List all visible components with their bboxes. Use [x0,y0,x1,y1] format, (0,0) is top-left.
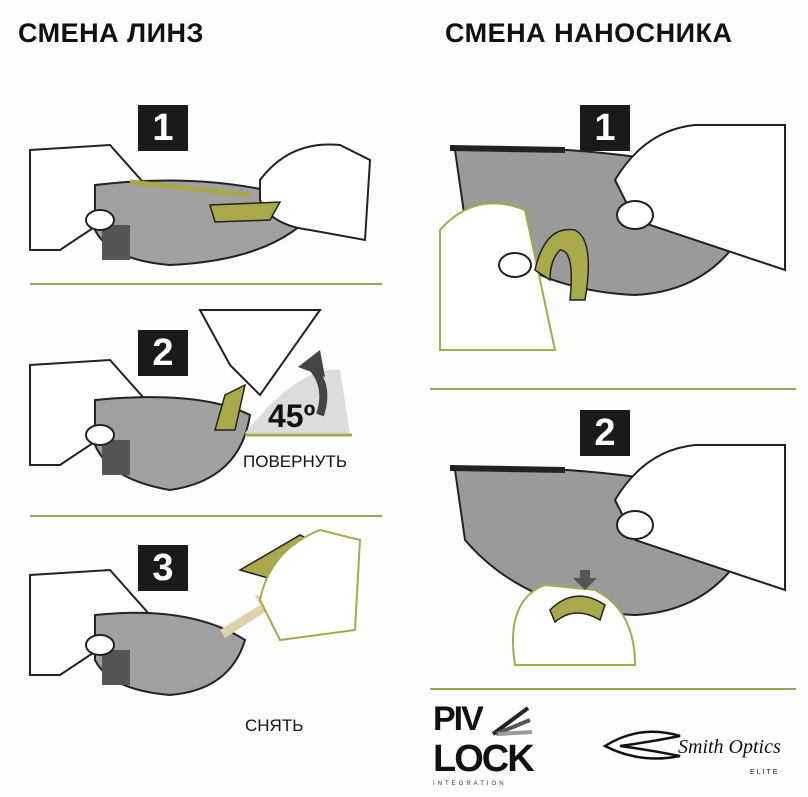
smith-eye-icon: Smith Optics [602,730,781,760]
right-step-2-illustration [449,444,786,666]
divider [430,688,796,690]
smith-optics-logo: Smith Optics ELITE [600,724,805,784]
divider [30,283,382,285]
remove-caption: СНЯТЬ [245,716,304,735]
left-step-1-illustration [29,143,372,267]
left-step-3-number: 3 [138,545,188,591]
left-step-2-illustration [29,309,352,492]
right-step-2-number: 2 [580,410,630,456]
divider [30,515,382,517]
right-step-1-illustration [439,124,786,351]
lens-change-title: СМЕНА ЛИНЗ [18,18,204,48]
left-step-1-number: 1 [138,105,188,151]
svg-text:Smith Optics: Smith Optics [678,736,781,758]
left-step-2-number: 2 [138,330,188,376]
rotation-angle-label: 45º [268,398,316,434]
right-step-1-number: 1 [580,105,630,151]
pivlock-logo: PIV LOCK INTEGRATION [433,700,535,787]
pivlock-rays-icon [491,706,533,736]
nosepiece-change-title: СМЕНА НАНОСНИКА [445,18,733,48]
rotate-caption: ПОВЕРНУТЬ [243,452,348,471]
divider [430,388,796,390]
left-step-3-illustration [29,528,362,697]
